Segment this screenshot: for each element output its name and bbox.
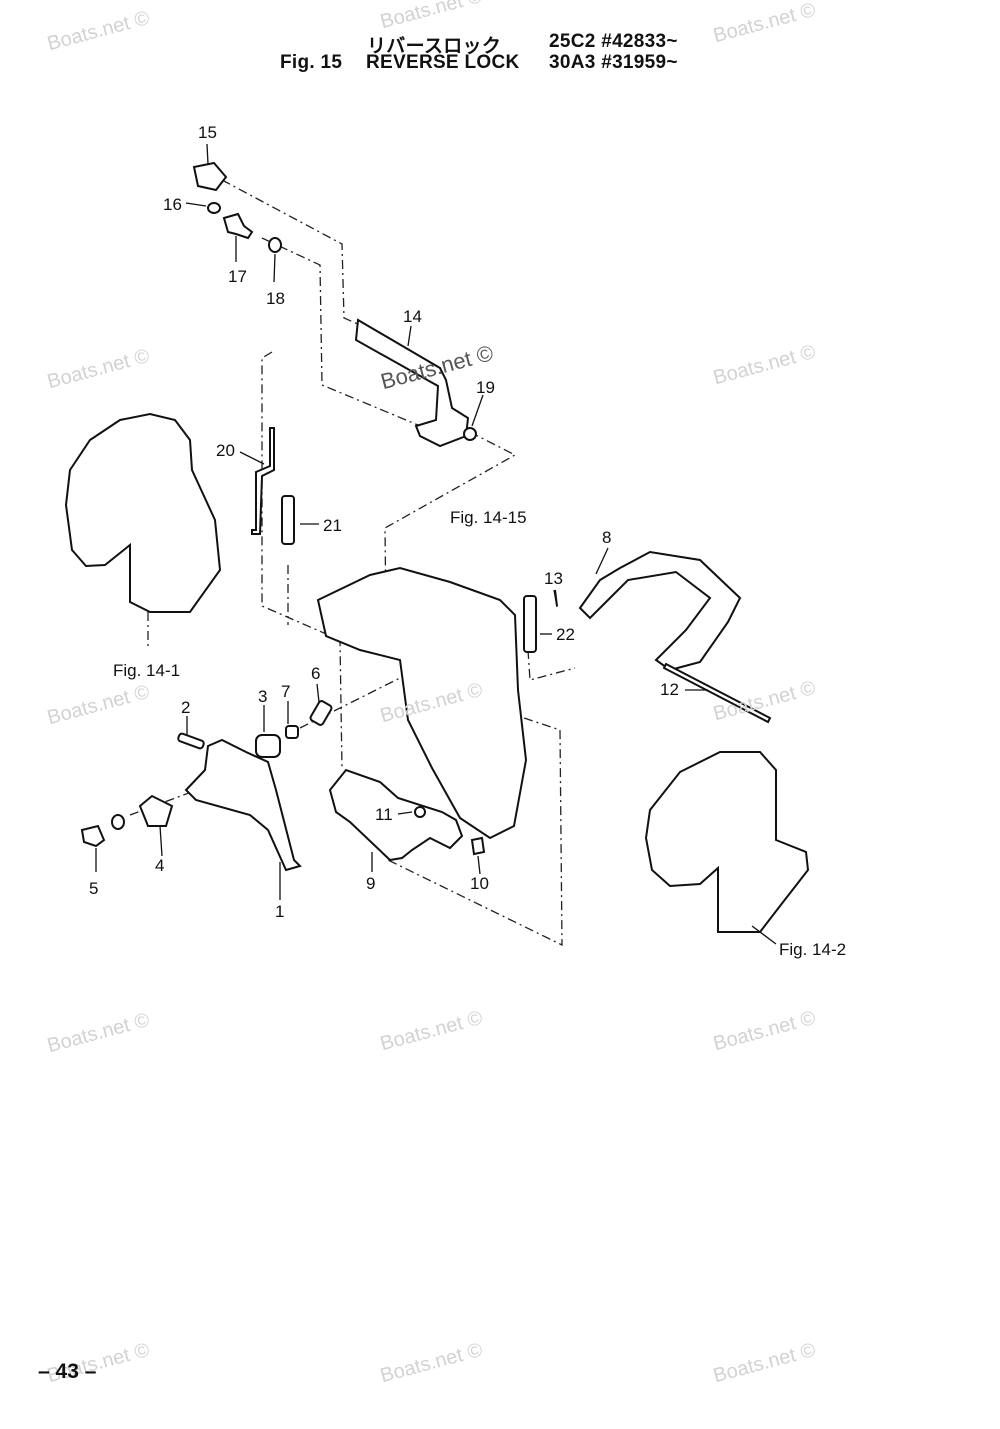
part-label-20: 20 [216,441,235,460]
part-label-10: 10 [470,874,489,893]
part-20-rod [252,428,274,534]
figure-ref-14-2: Fig. 14-2 [779,940,847,959]
part-label-3: 3 [258,687,268,706]
part-18-washer [269,238,281,252]
part-label-21: 21 [323,516,342,535]
leader-6 [317,684,319,702]
part-22-spring [524,596,536,652]
leader-19 [472,395,483,426]
leader-13 [554,590,557,607]
part-6-spring [309,700,332,726]
part-7-collar [286,726,298,738]
part-10-bolt [472,838,484,854]
leader-4 [160,826,162,856]
assembly-line-20-down [262,352,342,770]
part-label-17: 17 [228,267,247,286]
part-label-12: 12 [660,680,679,699]
part-9-link [330,770,462,860]
part-label-5: 5 [89,879,99,898]
part-16-washer [208,203,220,213]
leader-20 [240,452,264,464]
assembly-line-22 [528,650,575,680]
assembly-line-15-14 [222,180,360,325]
left-clamp-bracket [66,414,220,612]
part-14-lever [356,320,468,446]
part-label-13: 13 [544,569,563,588]
part-label-16: 16 [163,195,182,214]
leader-11 [398,812,412,814]
part-label-15: 15 [198,123,217,142]
title-english: REVERSE LOCK [366,52,520,73]
part-label-4: 4 [155,856,165,875]
figure-ref-14-15: Fig. 14-15 [450,508,527,527]
part-label-8: 8 [602,528,612,547]
part-label-1: 1 [275,902,285,921]
part-3-pin [256,735,280,757]
part-label-2: 2 [181,698,191,717]
part-12-shaft [664,664,770,722]
right-clamp-bracket [646,752,808,932]
model-range-25c2: 25C2 #42833~ [549,31,678,52]
part-label-9: 9 [366,874,376,893]
part-15-clip [194,163,226,190]
part-label-19: 19 [476,378,495,397]
leader-8 [596,548,608,574]
part-label-22: 22 [556,625,575,644]
assembly-line-14-upper [262,238,430,430]
leader-fig-14-2 [752,926,776,944]
part-5-washer [112,815,124,829]
part-label-11: 11 [375,805,393,824]
part-21-spring [282,496,294,544]
assembly-line-pivot [388,700,562,945]
part-17-bolt [224,214,252,238]
part-label-14: 14 [403,307,422,326]
figure-number: Fig. 15 [280,52,343,73]
part-11-nut [415,807,425,817]
leader-14 [408,326,411,346]
title-japanese: リバースロック [367,36,502,57]
leader-16 [186,203,206,206]
part-19-washer [464,428,476,440]
swivel-housing [318,568,526,838]
part-label-18: 18 [266,289,285,308]
part-label-6: 6 [311,664,321,683]
figure-ref-14-1: Fig. 14-1 [113,661,181,680]
leader-15 [207,144,208,164]
model-range-30a3: 30A3 #31959~ [549,52,678,73]
part-4-plate [140,796,172,826]
part-label-7: 7 [281,682,291,701]
part-8-reverse-lock-arm [580,552,740,670]
part-2-pin [177,733,204,749]
leader-10 [478,856,480,874]
part-1-lock-bracket [186,740,300,870]
part-5-bolt [82,826,104,846]
page-number: – 43 – [38,1360,97,1383]
leader-18 [274,254,275,282]
